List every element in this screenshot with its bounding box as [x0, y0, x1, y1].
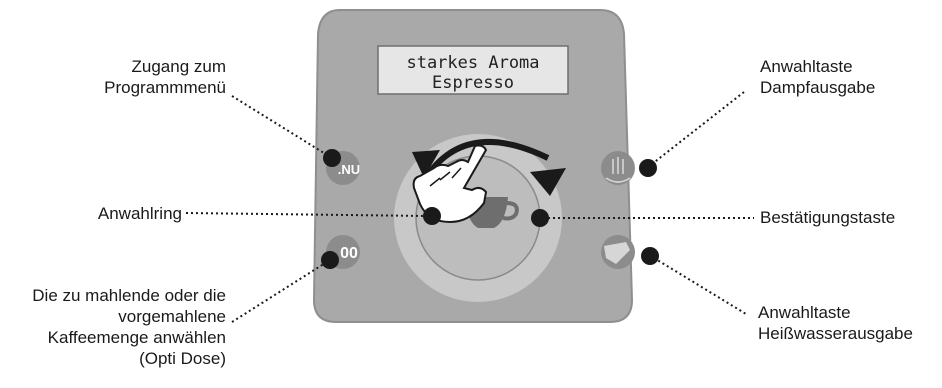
- callout-opti-dose-line-2: vorgemahlene: [118, 307, 226, 326]
- callout-opti-dose-line-3: Kaffeemenge anwählen: [47, 328, 226, 347]
- callout-hot-water: Anwahltaste Heißwasserausgabe: [758, 302, 913, 344]
- marker-hot-water: [641, 247, 659, 265]
- leader-lines: [185, 91, 754, 323]
- lcd-display: [377, 45, 569, 95]
- leader-opti-dose: [231, 259, 331, 323]
- hot-water-button[interactable]: [601, 235, 635, 269]
- callout-selection-ring: Anwahlring: [98, 203, 182, 224]
- callout-opti-dose: Die zu mahlende oder die vorgemahlene Ka…: [32, 285, 226, 369]
- callout-confirm-line-1: Bestätigungstaste: [760, 208, 896, 227]
- menu-button-label: .NU: [338, 162, 360, 177]
- marker-opti-dose: [321, 251, 339, 269]
- marker-confirm: [531, 209, 549, 227]
- display-line-2: Espresso: [432, 73, 514, 93]
- rotation-arrow-icon: [412, 138, 566, 196]
- callout-program-menu-line-2: Programmmenü: [104, 78, 226, 97]
- leader-selection-ring: [185, 212, 429, 217]
- marker-program-menu: [323, 149, 341, 167]
- marker-selection-ring: [423, 207, 441, 225]
- callout-program-menu-line-1: Zugang zum: [131, 57, 227, 76]
- steam-button[interactable]: [601, 151, 635, 185]
- callout-program-menu: Zugang zum Programmmenü: [104, 56, 226, 98]
- steam-icon: [605, 157, 631, 183]
- callout-opti-dose-line-4: (Opti Dose): [139, 349, 226, 368]
- callout-hot-water-line-2: Heißwasserausgabe: [758, 324, 913, 343]
- callout-steam-line-2: Dampfausgabe: [760, 78, 876, 97]
- callout-confirm: Bestätigungstaste: [760, 207, 895, 228]
- display-line-1: starkes Aroma: [406, 53, 539, 73]
- leader-steam: [651, 91, 745, 165]
- marker-steam: [639, 159, 657, 177]
- leader-hot-water: [653, 257, 747, 315]
- callout-selection-ring-line-1: Anwahlring: [97, 204, 182, 223]
- hot-water-icon: [604, 242, 630, 264]
- opti-dose-button-label: 00: [340, 245, 358, 262]
- callout-steam: Anwahltaste Dampfausgabe: [760, 56, 875, 98]
- callout-opti-dose-line-1: Die zu mahlende oder die: [32, 286, 226, 305]
- callout-hot-water-line-1: Anwahltaste: [758, 303, 851, 322]
- callout-steam-line-1: Anwahltaste: [760, 57, 853, 76]
